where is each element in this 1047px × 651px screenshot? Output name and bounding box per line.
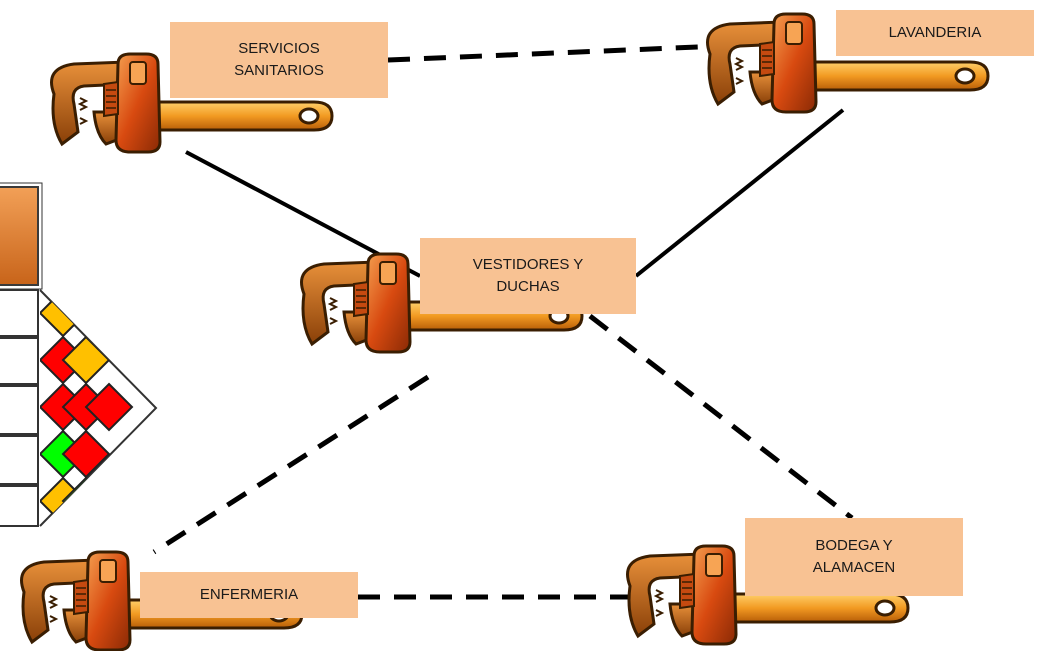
matrix-cell-high: [84, 382, 134, 432]
connection-vestidores-enfermeria: [152, 374, 430, 555]
connections: [152, 44, 854, 600]
matrix-row: [0, 485, 39, 527]
matrix-cells: [40, 290, 134, 526]
node-label-vestidores: VESTIDORES Y DUCHAS: [420, 238, 636, 314]
node-label-servicios: SERVICIOS SANITARIOS: [170, 22, 388, 98]
node-label-enfermeria: ENFERMERIA: [140, 572, 358, 618]
connection-vestidores-bodega: [588, 314, 854, 520]
matrix-row: [0, 337, 39, 385]
node-label-lavanderia: LAVANDERIA: [836, 10, 1034, 56]
matrix-row: [0, 289, 39, 337]
matrix-header-box: [0, 186, 39, 286]
matrix-row: [0, 435, 39, 485]
connection-lavanderia-vestidores: [634, 108, 845, 278]
relationship-matrix: [0, 182, 158, 527]
connection-servicios-lavanderia: [387, 44, 699, 63]
matrix-rows: [0, 289, 39, 527]
node-label-bodega: BODEGA Y ALAMACEN: [745, 518, 963, 596]
matrix-row: [0, 385, 39, 435]
